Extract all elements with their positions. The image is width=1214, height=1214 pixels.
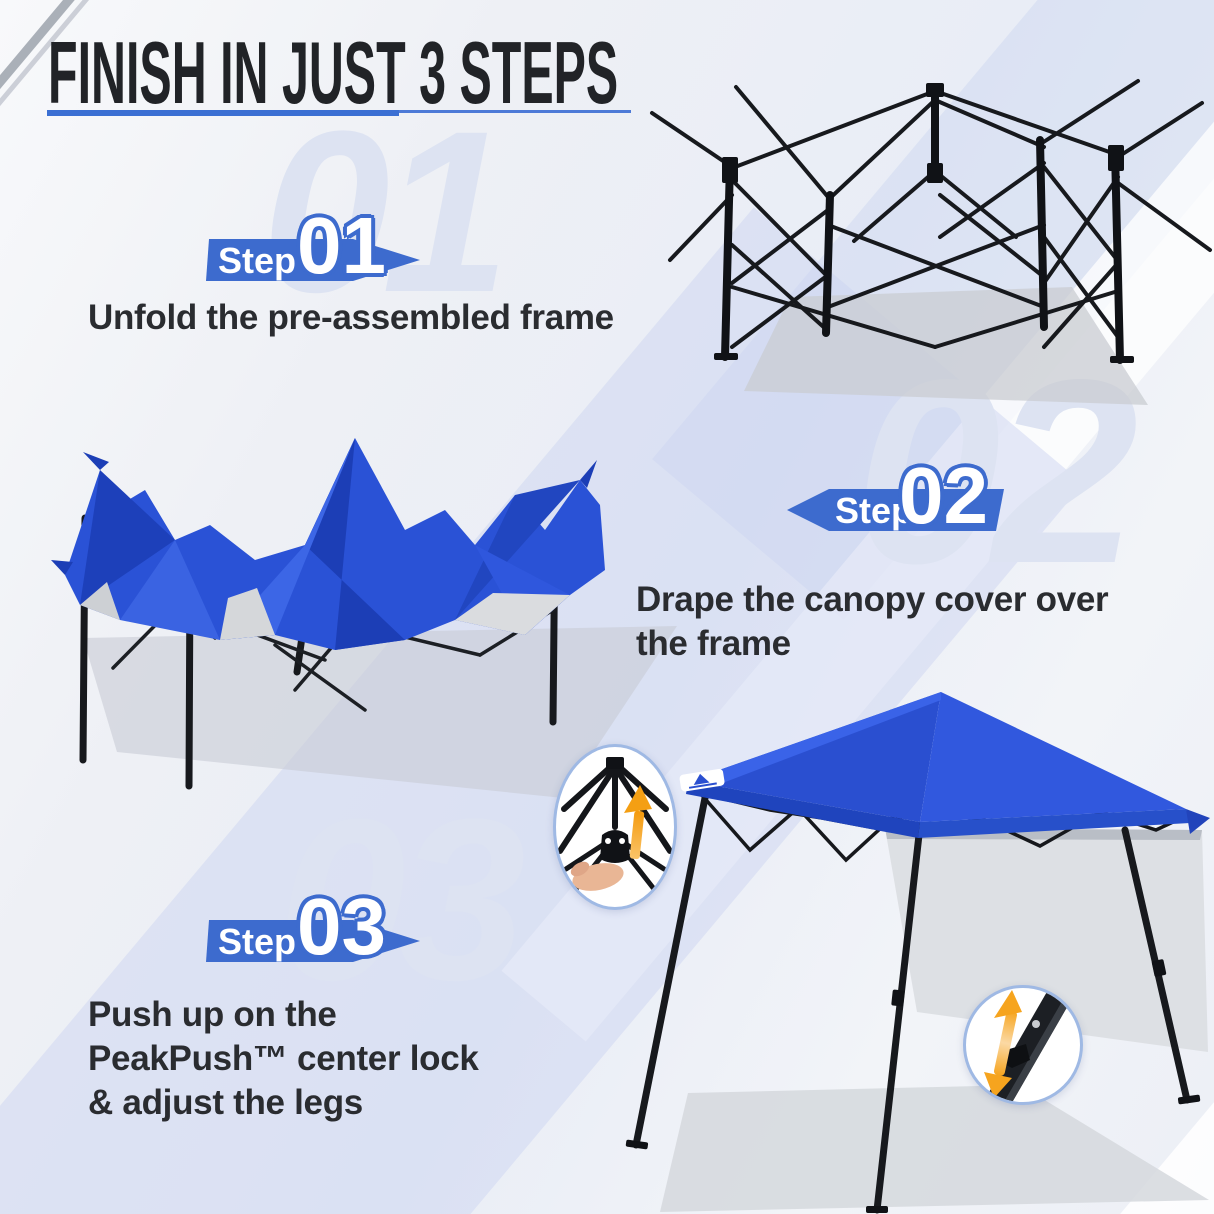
title-underline-thin	[399, 110, 631, 113]
step-3-description: Push up on the PeakPush™ center lock & a…	[88, 995, 479, 1122]
center-lock-hub	[600, 830, 630, 863]
canopy-corner-flap	[1186, 809, 1210, 834]
double-arrow-icon	[984, 990, 1022, 1098]
step-3-badge: Step 03	[206, 887, 420, 967]
watermark-01: 01	[262, 83, 510, 340]
title-underline-thick	[47, 110, 399, 116]
step-1-badge: Step 01	[206, 206, 420, 286]
canopy-valance-left	[686, 781, 920, 838]
draped-canopy-illustration	[51, 438, 677, 798]
frame-shadow	[744, 287, 1148, 405]
canopy-shadow	[83, 626, 677, 798]
folded-frame-illustration	[650, 79, 1212, 405]
tent-shadow	[660, 1085, 1209, 1212]
up-arrow-icon	[624, 785, 652, 860]
watermark-03: 03	[278, 771, 526, 1028]
step-1-label: Step	[218, 240, 297, 281]
brand-logo	[679, 768, 725, 792]
step-2-number: 02	[899, 451, 988, 540]
fabric-tips	[51, 452, 597, 575]
step-2-description: Drape the canopy cover over the frame	[636, 580, 1109, 663]
step-1-description: Unfold the pre-assembled frame	[88, 298, 614, 337]
step-2-badge-arrow	[787, 489, 1004, 531]
hand	[570, 861, 624, 891]
center-lock-inset	[553, 744, 677, 910]
canopy-left-face	[688, 692, 941, 822]
assembled-canopy-illustration	[625, 692, 1210, 1214]
canopy-underside	[80, 582, 570, 640]
step-3-label: Step	[218, 921, 297, 962]
step-3-number: 03	[297, 882, 386, 971]
tent-sidewall	[885, 828, 1208, 1052]
page-title: FINISH IN JUST 3 STEPS	[48, 23, 619, 122]
canopy-right-face	[920, 692, 1186, 822]
step-2-badge: Step 02	[787, 456, 1004, 536]
leg-adjust-inset	[963, 985, 1083, 1105]
step-1-number: 01	[297, 201, 386, 290]
step-2-label: Step	[835, 490, 914, 531]
canopy-folds	[80, 438, 580, 650]
canopy-valance-right	[918, 809, 1190, 838]
